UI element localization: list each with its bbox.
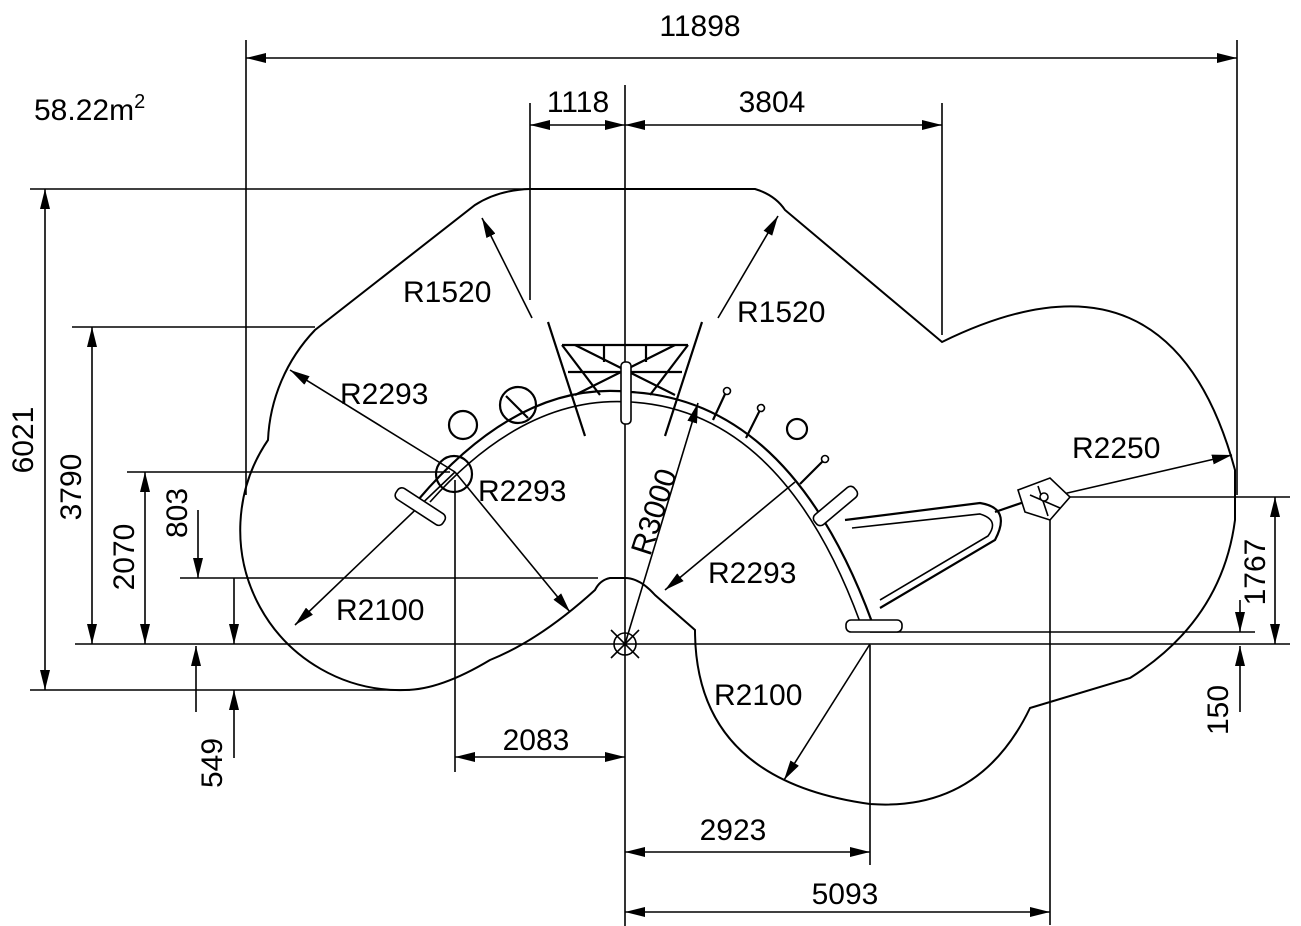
dim-top-left-offset: 1118 bbox=[547, 86, 609, 119]
dim-left-height-3: 803 bbox=[161, 488, 194, 538]
extension-lines bbox=[30, 40, 1290, 926]
dim-bottom-right: 5093 bbox=[812, 878, 879, 911]
radius-r3000: R3000 bbox=[625, 465, 684, 559]
dim-top-right-offset: 3804 bbox=[739, 86, 806, 119]
dim-right-bottom: 150 bbox=[1202, 685, 1235, 735]
dim-bottom-mid: 2923 bbox=[700, 814, 767, 847]
radius-r1520-left: R1520 bbox=[403, 276, 491, 309]
radius-r2250: R2250 bbox=[1072, 432, 1160, 465]
safety-zone-outline bbox=[239, 188, 1236, 806]
equipment bbox=[394, 321, 1072, 633]
dim-right-height: 1767 bbox=[1239, 539, 1272, 606]
radius-r2100-left: R2100 bbox=[336, 594, 424, 627]
radius-r2100-bottom: R2100 bbox=[714, 679, 802, 712]
dim-overall-height: 6021 bbox=[7, 407, 40, 474]
center-mark bbox=[610, 629, 640, 659]
radius-r2293-upper: R2293 bbox=[340, 378, 428, 411]
dim-left-height-2: 2070 bbox=[108, 524, 141, 591]
dimension-lines bbox=[40, 53, 1280, 917]
top-frame bbox=[546, 321, 704, 437]
area-label: 58.22m2 bbox=[34, 91, 145, 127]
dim-left-height-1: 3790 bbox=[55, 454, 88, 521]
radius-leaders bbox=[289, 215, 1233, 781]
dim-overall-width: 11898 bbox=[659, 10, 740, 43]
pod-seat bbox=[1017, 477, 1072, 521]
radius-r2293-lower: R2293 bbox=[478, 475, 566, 508]
dim-bottom-left: 2083 bbox=[503, 724, 570, 757]
radius-r2293-center: R2293 bbox=[708, 557, 796, 590]
radius-r1520-right: R1520 bbox=[737, 296, 825, 329]
dim-left-bottom: 549 bbox=[196, 738, 229, 788]
